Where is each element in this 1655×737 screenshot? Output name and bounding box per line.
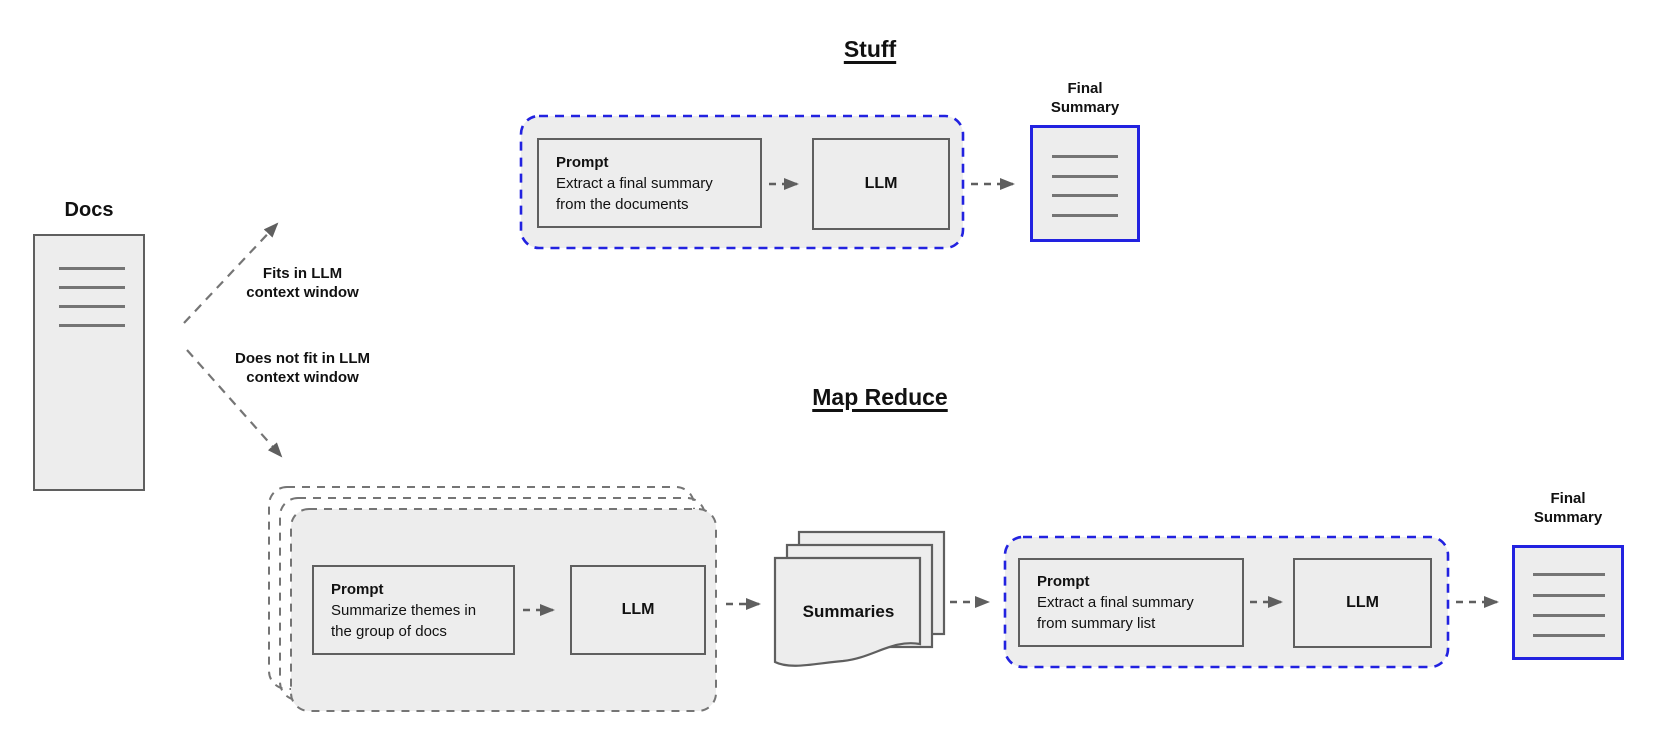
- reduce-final-summary-document-icon: [1512, 545, 1624, 660]
- doc-text-line: [1052, 175, 1118, 178]
- reduce-prompt-title: Prompt: [1037, 573, 1090, 590]
- mapreduce-section-title: Map Reduce: [812, 384, 948, 410]
- stuff-section-title: Stuff: [843, 36, 897, 62]
- doc-text-line: [59, 305, 125, 308]
- doc-text-line: [59, 286, 125, 289]
- doc-text-line: [1533, 594, 1605, 597]
- stuff-llm-label: LLM: [864, 175, 898, 192]
- map-llm-box: LLM: [570, 565, 706, 655]
- stuff-final-summary-label: Final Summary: [1050, 80, 1120, 116]
- branch-label-does-not-fit: Does not fit in LLM context window: [235, 350, 370, 386]
- reduce-final-summary-label: Final Summary: [1533, 490, 1603, 526]
- map-prompt-body: Summarize themes in the group of docs: [331, 601, 477, 640]
- summaries-stack-icon: [773, 530, 946, 667]
- doc-text-line: [1533, 634, 1605, 637]
- stuff-prompt-body: Extract a final summary from the documen…: [556, 174, 713, 213]
- doc-text-line: [59, 324, 125, 327]
- doc-text-line: [1052, 194, 1118, 197]
- doc-text-line: [1052, 214, 1118, 217]
- doc-text-line: [1533, 614, 1605, 617]
- docs-document-icon: [33, 234, 145, 491]
- reduce-prompt-body: Extract a final summary from summary lis…: [1037, 594, 1194, 632]
- map-llm-label: LLM: [621, 601, 655, 618]
- arrow-docs-to-stuff: [183, 222, 279, 324]
- arrow-docs-to-mapreduce: [186, 349, 283, 458]
- reduce-prompt-box: Prompt Extract a final summary from summ…: [1018, 558, 1244, 647]
- doc-text-line: [1533, 573, 1605, 576]
- doc-text-line: [1052, 155, 1118, 158]
- stuff-llm-box: LLM: [812, 138, 950, 230]
- branch-label-fits: Fits in LLM context window: [246, 265, 359, 301]
- stuff-final-summary-document-icon: [1030, 125, 1140, 242]
- doc-text-line: [59, 267, 125, 270]
- map-prompt-box: Prompt Summarize themes in the group of …: [312, 565, 515, 655]
- summaries-label: Summaries: [802, 602, 895, 621]
- reduce-llm-box: LLM: [1293, 558, 1432, 648]
- stuff-prompt-box: Prompt Extract a final summary from the …: [537, 138, 762, 228]
- reduce-llm-label: LLM: [1346, 594, 1379, 611]
- docs-label: Docs: [64, 199, 114, 221]
- map-prompt-title: Prompt: [331, 580, 384, 598]
- summaries-sheet-front: [773, 556, 922, 667]
- stuff-prompt-title: Prompt: [556, 153, 609, 171]
